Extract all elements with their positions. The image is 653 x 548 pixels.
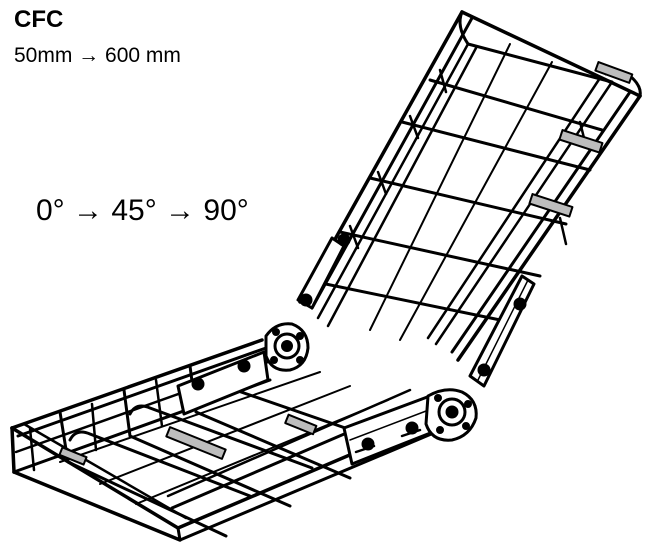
angle-range: 0° → 45° → 90° [36, 194, 249, 227]
upper-tray-section [298, 10, 642, 362]
far-hinge-assembly [176, 233, 351, 416]
near-hinge-assembly [342, 274, 536, 466]
product-code: CFC [14, 6, 64, 33]
width-range: 50mm → 600 mm [14, 44, 181, 67]
